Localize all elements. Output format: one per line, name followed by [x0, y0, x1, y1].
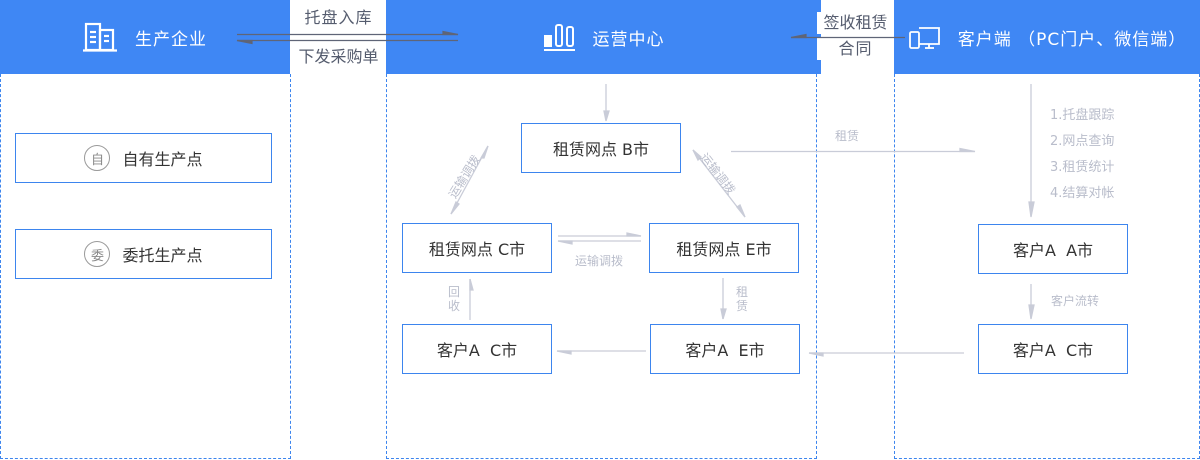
node-client-a[interactable]: 客户A A市	[978, 224, 1128, 274]
own-badge-icon: 自	[84, 145, 111, 171]
node-rental-e[interactable]: 租赁网点 E市	[649, 223, 799, 273]
devices-icon	[908, 22, 942, 52]
client-title: 客户端 （PC门户、微信端）	[957, 29, 1187, 50]
flow-label-inbound: 托盘入库	[291, 6, 386, 30]
label-transfer-bottom: 运输调拨	[575, 254, 624, 268]
building-icon	[83, 21, 119, 53]
operations-title: 运营中心	[592, 29, 665, 50]
feature-item: 1.托盘跟踪	[1050, 108, 1115, 123]
flow-label-contract-line1: 签收租赁	[817, 12, 894, 34]
node-client-e-ops[interactable]: 客户A E市	[650, 324, 800, 374]
feature-item: 4.结算对帐	[1050, 186, 1115, 201]
node-rental-c[interactable]: 租赁网点 C市	[402, 223, 552, 273]
feature-item: 2.网点查询	[1050, 134, 1115, 149]
label-client-flow: 客户流转	[1051, 294, 1100, 308]
flow-label-purchase-order: 下发采购单	[291, 44, 386, 70]
operations-lane	[386, 74, 817, 459]
operations-header: 运营中心	[386, 0, 821, 74]
producer-title: 生产企业	[135, 29, 207, 50]
node-client-c-ops[interactable]: 客户A C市	[402, 324, 552, 374]
producer-header: 生产企业	[0, 0, 290, 74]
producer-node-outsourced[interactable]: 委 委托生产点	[15, 229, 272, 279]
client-feature-list: 1.托盘跟踪 2.网点查询 3.租赁统计 4.结算对帐	[1050, 103, 1114, 207]
outsourced-badge-icon: 委	[84, 241, 111, 267]
label-lease-to-client: 租赁	[835, 129, 860, 143]
bar-chart-icon	[543, 22, 577, 52]
producer-node-own[interactable]: 自 自有生产点	[15, 133, 272, 183]
node-client-c[interactable]: 客户A C市	[978, 324, 1128, 374]
node-rental-b[interactable]: 租赁网点 B市	[521, 123, 681, 173]
producer-node-outsourced-label: 委托生产点	[122, 246, 203, 265]
client-header: 客户端 （PC门户、微信端）	[894, 0, 1200, 74]
label-recycle: 回收	[447, 285, 460, 313]
label-lease-down: 租赁	[735, 285, 748, 313]
feature-item: 3.租赁统计	[1050, 160, 1115, 175]
producer-lane	[0, 74, 291, 459]
producer-node-own-label: 自有生产点	[122, 150, 203, 169]
flow-label-contract-line2: 合同	[817, 38, 894, 60]
